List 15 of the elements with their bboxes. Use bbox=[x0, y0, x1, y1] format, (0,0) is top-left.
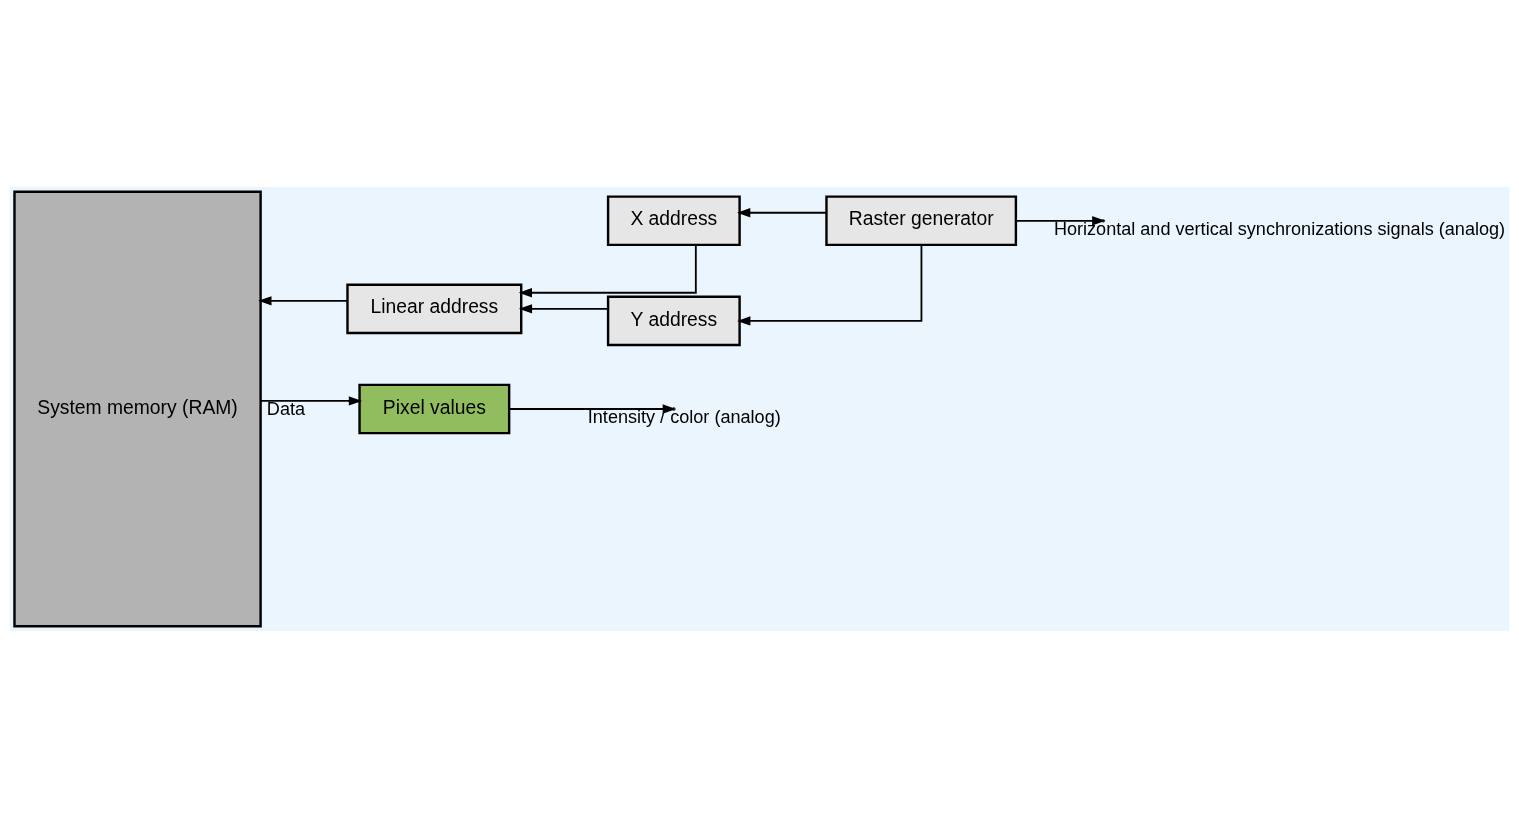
node-box: X address bbox=[606, 194, 741, 246]
arrow bbox=[518, 303, 609, 313]
node-box: Pixel values bbox=[358, 383, 511, 434]
node-box: Raster generator bbox=[825, 194, 1018, 246]
arrow bbox=[737, 207, 828, 217]
arrow bbox=[518, 243, 697, 297]
edge-label: Horizontal and vertical synchronizations signals (analog) bbox=[1053, 218, 1506, 239]
arrow bbox=[258, 295, 349, 305]
node-box: Y address bbox=[606, 295, 741, 346]
arrow bbox=[259, 395, 363, 406]
arrow bbox=[1015, 215, 1106, 225]
arrow bbox=[737, 243, 923, 326]
node-box: Linear address bbox=[346, 283, 523, 334]
edge-label: Data bbox=[266, 398, 306, 419]
node-box: System memory (RAM) bbox=[13, 190, 262, 627]
